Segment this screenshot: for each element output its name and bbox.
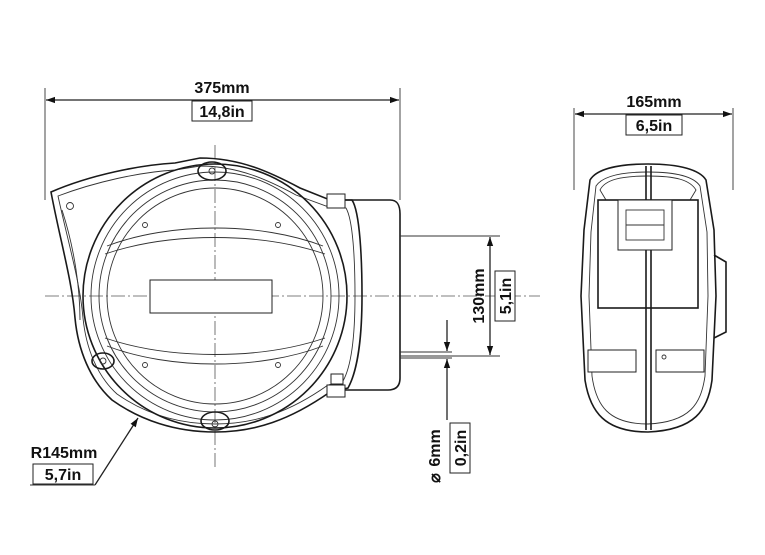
side-knob [713, 254, 727, 339]
front-view [45, 145, 540, 470]
top-boss [197, 161, 227, 181]
hose-mm-label: 6mm [427, 429, 444, 466]
pad-screw-icon [661, 354, 667, 360]
height-dimension: 130mm 5,1in [400, 235, 516, 357]
radius-in-label: 5,7in [45, 467, 81, 484]
depth-in-box [625, 114, 683, 136]
lower-face-arc-2 [104, 337, 326, 355]
left-pad [587, 349, 637, 373]
width-mm-label: 375mm [194, 80, 249, 97]
width-in-label: 14,8in [199, 104, 244, 121]
face-ring [106, 187, 324, 405]
lower-face-arc [106, 345, 324, 365]
height-mm-label: 130mm [471, 268, 488, 323]
handle-ridge [61, 209, 81, 321]
hose-in-label: 0,2in [453, 430, 470, 466]
side-housing-outline [580, 163, 717, 433]
radius-mm-label: R145mm [31, 445, 98, 462]
hose-in-box [449, 422, 471, 474]
upper-face-arc-2 [104, 237, 326, 255]
depth-mm-label: 165mm [626, 94, 681, 111]
left-boss [91, 352, 115, 370]
depth-dimension: 165mm 6,5in [573, 94, 734, 190]
side-housing-inner [588, 171, 709, 425]
radius-dimension: R145mm 5,7in [30, 417, 139, 486]
label-plate [149, 279, 273, 314]
upper-face-arc [106, 227, 324, 247]
bracket-clip-bottom [326, 384, 346, 398]
width-dimension: 375mm 14,8in [44, 80, 401, 200]
height-in-label: 5,1in [498, 278, 515, 314]
bracket-tab [330, 373, 344, 385]
top-grip [599, 175, 697, 201]
radius-in-box [32, 463, 94, 485]
screw-icons [66, 202, 281, 368]
outer-ring [82, 163, 348, 429]
housing-outline [50, 157, 363, 433]
width-in-box [191, 100, 253, 122]
right-pad [655, 349, 705, 373]
side-view [580, 163, 727, 433]
depth-in-label: 6,5in [636, 118, 672, 135]
diameter-symbol: ⌀ [427, 473, 444, 483]
bracket-clip-top [326, 193, 346, 209]
height-in-box [494, 270, 516, 322]
hose-dimension: ⌀ 6mm 0,2in [427, 320, 471, 483]
hose-guide-bracket [340, 199, 401, 391]
bottom-boss [200, 411, 230, 431]
